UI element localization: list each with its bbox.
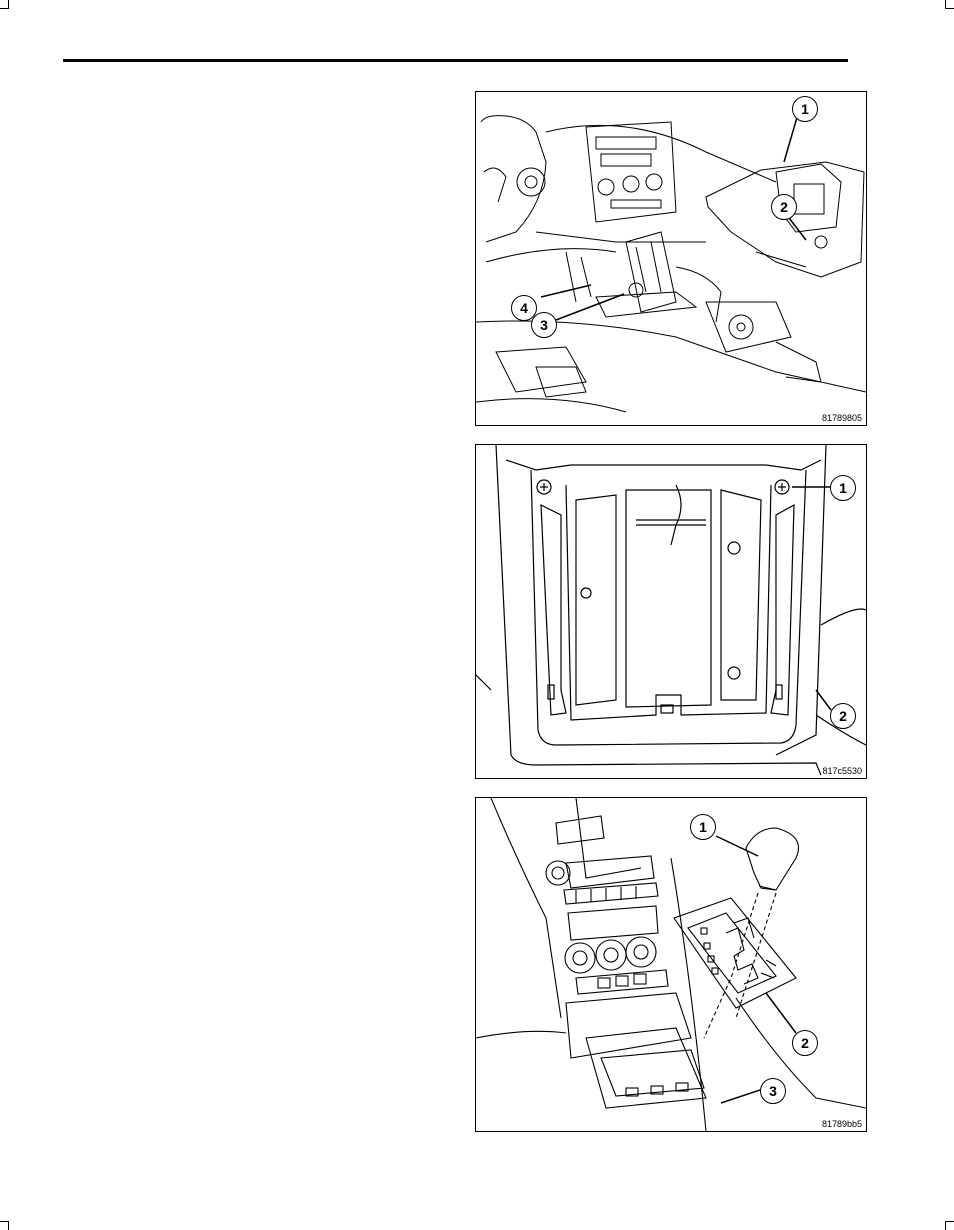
callout-1: 1 xyxy=(830,475,856,501)
callout-1: 1 xyxy=(792,96,818,122)
figure-id-label: 81789805 xyxy=(822,413,862,423)
figure-console-bezel: 1 2 817c5530 xyxy=(475,444,867,779)
crop-mark-top-right xyxy=(945,0,954,9)
callout-1: 1 xyxy=(690,814,716,840)
figure-console-removal: 1 2 3 4 81789805 xyxy=(475,91,867,426)
crop-mark-bottom-right xyxy=(945,1221,954,1230)
callout-2: 2 xyxy=(830,703,856,729)
callout-4: 4 xyxy=(511,295,537,321)
figure-console-bezel-illustration xyxy=(476,445,866,778)
callout-2: 2 xyxy=(771,194,797,220)
figure-console-removal-illustration xyxy=(476,92,866,425)
figure-shifter-bezel-illustration xyxy=(476,798,866,1131)
figure-shifter-bezel: 1 2 3 81789bb5 xyxy=(475,797,867,1132)
figure-id-label: 817c5530 xyxy=(822,766,862,776)
callout-2: 2 xyxy=(792,1030,818,1056)
header-rule xyxy=(63,59,848,62)
crop-mark-top-left xyxy=(0,0,9,9)
callout-3: 3 xyxy=(760,1078,786,1104)
crop-mark-bottom-left xyxy=(0,1221,9,1230)
callout-3: 3 xyxy=(531,312,557,338)
figure-id-label: 81789bb5 xyxy=(822,1119,862,1129)
